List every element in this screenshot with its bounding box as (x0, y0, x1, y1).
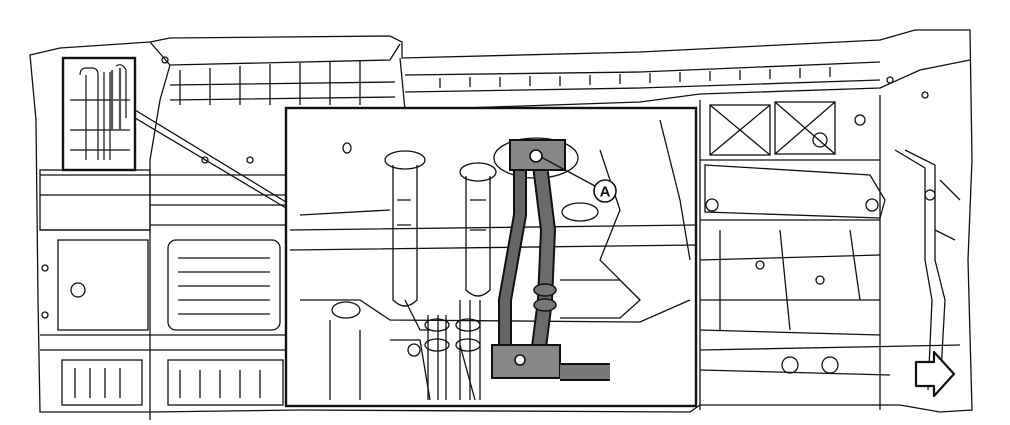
detail-view: A (284, 106, 698, 408)
callout-a: A (540, 156, 617, 203)
highlighted-hose (491, 139, 610, 381)
zoom-leader-lines (134, 109, 287, 209)
callout-a-circle (593, 179, 617, 203)
front-arrow-icon (914, 350, 956, 398)
callout-a-leader (540, 156, 596, 187)
callout-a-label: A (600, 184, 611, 201)
underbody-outline (29, 29, 973, 420)
thumbnail-frame (61, 56, 137, 172)
thumbnail-highlight-pipe (110, 68, 122, 130)
